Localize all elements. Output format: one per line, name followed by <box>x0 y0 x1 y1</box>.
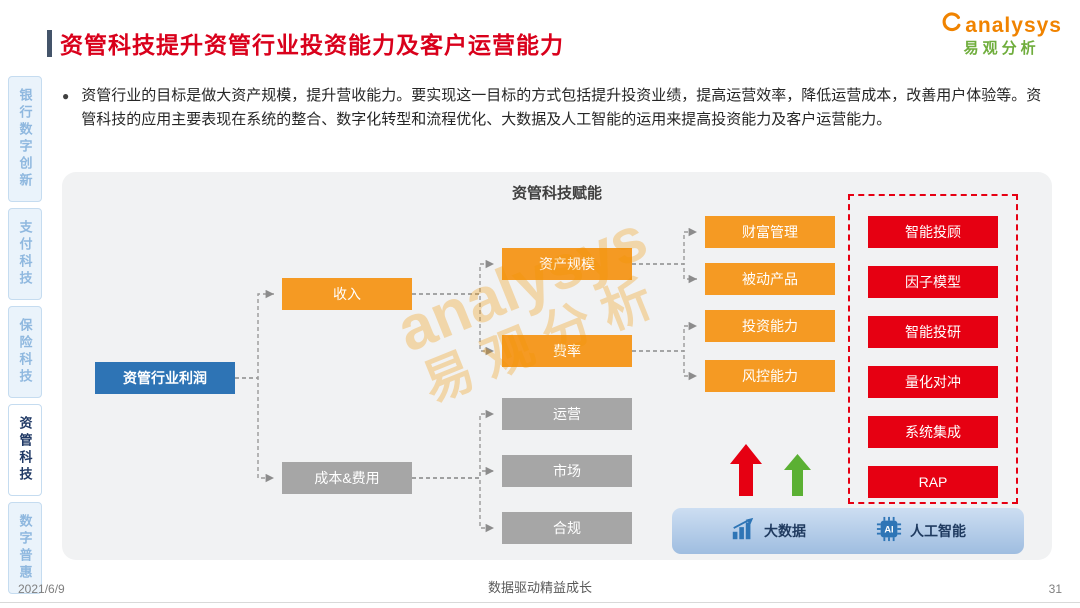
tech-item-smart-research: 智能投研 <box>868 316 998 348</box>
ai-chip-icon: AI <box>876 516 902 547</box>
logo-wordmark: analysys <box>965 13 1062 37</box>
sidebar-item-payment-tech[interactable]: 支付科技 <box>8 208 42 300</box>
node-operation: 运营 <box>502 398 632 430</box>
title-accent-bar <box>47 30 52 57</box>
footer-slogan: 数据驱动精益成长 <box>487 580 592 595</box>
ai-group: AI 人工智能 <box>876 516 966 547</box>
node-risk-control: 风控能力 <box>705 360 835 392</box>
sidebar-item-label: 支付科技 <box>17 220 33 288</box>
logo-swirl-icon <box>941 12 963 39</box>
intro-paragraph: ● 资管行业的目标是做大资产规模，提升营收能力。要实现这一目标的方式包括提升投资… <box>62 84 1054 132</box>
tech-item-quant-hedging: 量化对冲 <box>868 366 998 398</box>
intro-text: 资管行业的目标是做大资产规模，提升营收能力。要实现这一目标的方式包括提升投资业绩… <box>81 87 1042 128</box>
node-cost-expense: 成本&费用 <box>282 462 412 494</box>
footer-divider <box>0 602 1080 603</box>
logo-chinese-name: 易观分析 <box>963 39 1040 57</box>
connector-lines <box>235 227 697 533</box>
diagram-title: 资管科技赋能 <box>511 185 602 202</box>
diagram-canvas: 资管科技赋能 资管行业利润 收入 成本&费用 资产规模 费率 运营 市场 合规 … <box>62 172 1052 560</box>
footer-page-number: 31 <box>1048 582 1062 596</box>
sidebar-item-digital-inclusion[interactable]: 数字普惠 <box>8 502 42 594</box>
node-industry-profit: 资管行业利润 <box>95 362 235 394</box>
node-income: 收入 <box>282 278 412 310</box>
big-data-group: 大数据 <box>730 516 806 547</box>
page-title: 资管科技提升资管行业投资能力及客户运营能力 <box>60 32 564 58</box>
tech-capability-panel: 智能投顾 因子模型 智能投研 量化对冲 系统集成 RAP <box>848 194 1018 504</box>
bar-chart-icon <box>730 516 756 547</box>
sidebar-item-insurance-tech[interactable]: 保险科技 <box>8 306 42 398</box>
footer-date: 2021/6/9 <box>18 582 65 596</box>
node-compliance: 合规 <box>502 512 632 544</box>
node-market: 市场 <box>502 455 632 487</box>
ai-label: 人工智能 <box>910 523 966 539</box>
sidebar-item-label: 数字普惠 <box>17 514 33 582</box>
tech-item-factor-model: 因子模型 <box>868 266 998 298</box>
node-passive-product: 被动产品 <box>705 263 835 295</box>
tech-item-smart-advisory: 智能投顾 <box>868 216 998 248</box>
svg-text:AI: AI <box>884 524 893 534</box>
tech-item-rap: RAP <box>868 466 998 498</box>
red-up-arrow-icon <box>730 444 762 501</box>
node-asset-scale: 资产规模 <box>502 248 632 280</box>
enabler-bar: 大数据 AI 人工智能 <box>672 508 1024 554</box>
sidebar-item-label: 保险科技 <box>17 318 33 386</box>
sidebar-item-asset-mgmt-tech[interactable]: 资管科技 <box>8 404 42 496</box>
sidebar-item-banking-digital[interactable]: 银行数字创新 <box>8 76 42 202</box>
bullet-icon: ● <box>62 89 70 103</box>
big-data-label: 大数据 <box>764 523 806 539</box>
tech-item-system-integration: 系统集成 <box>868 416 998 448</box>
node-fee-rate: 费率 <box>502 335 632 367</box>
section-sidebar: 银行数字创新 支付科技 保险科技 资管科技 数字普惠 <box>8 76 42 594</box>
sidebar-item-label: 资管科技 <box>17 416 33 484</box>
sidebar-item-label: 银行数字创新 <box>17 88 33 190</box>
node-invest-ability: 投资能力 <box>705 310 835 342</box>
node-wealth-management: 财富管理 <box>705 216 835 248</box>
green-up-arrow-icon <box>784 454 811 501</box>
analysys-logo: analysys 易观分析 <box>941 12 1062 57</box>
